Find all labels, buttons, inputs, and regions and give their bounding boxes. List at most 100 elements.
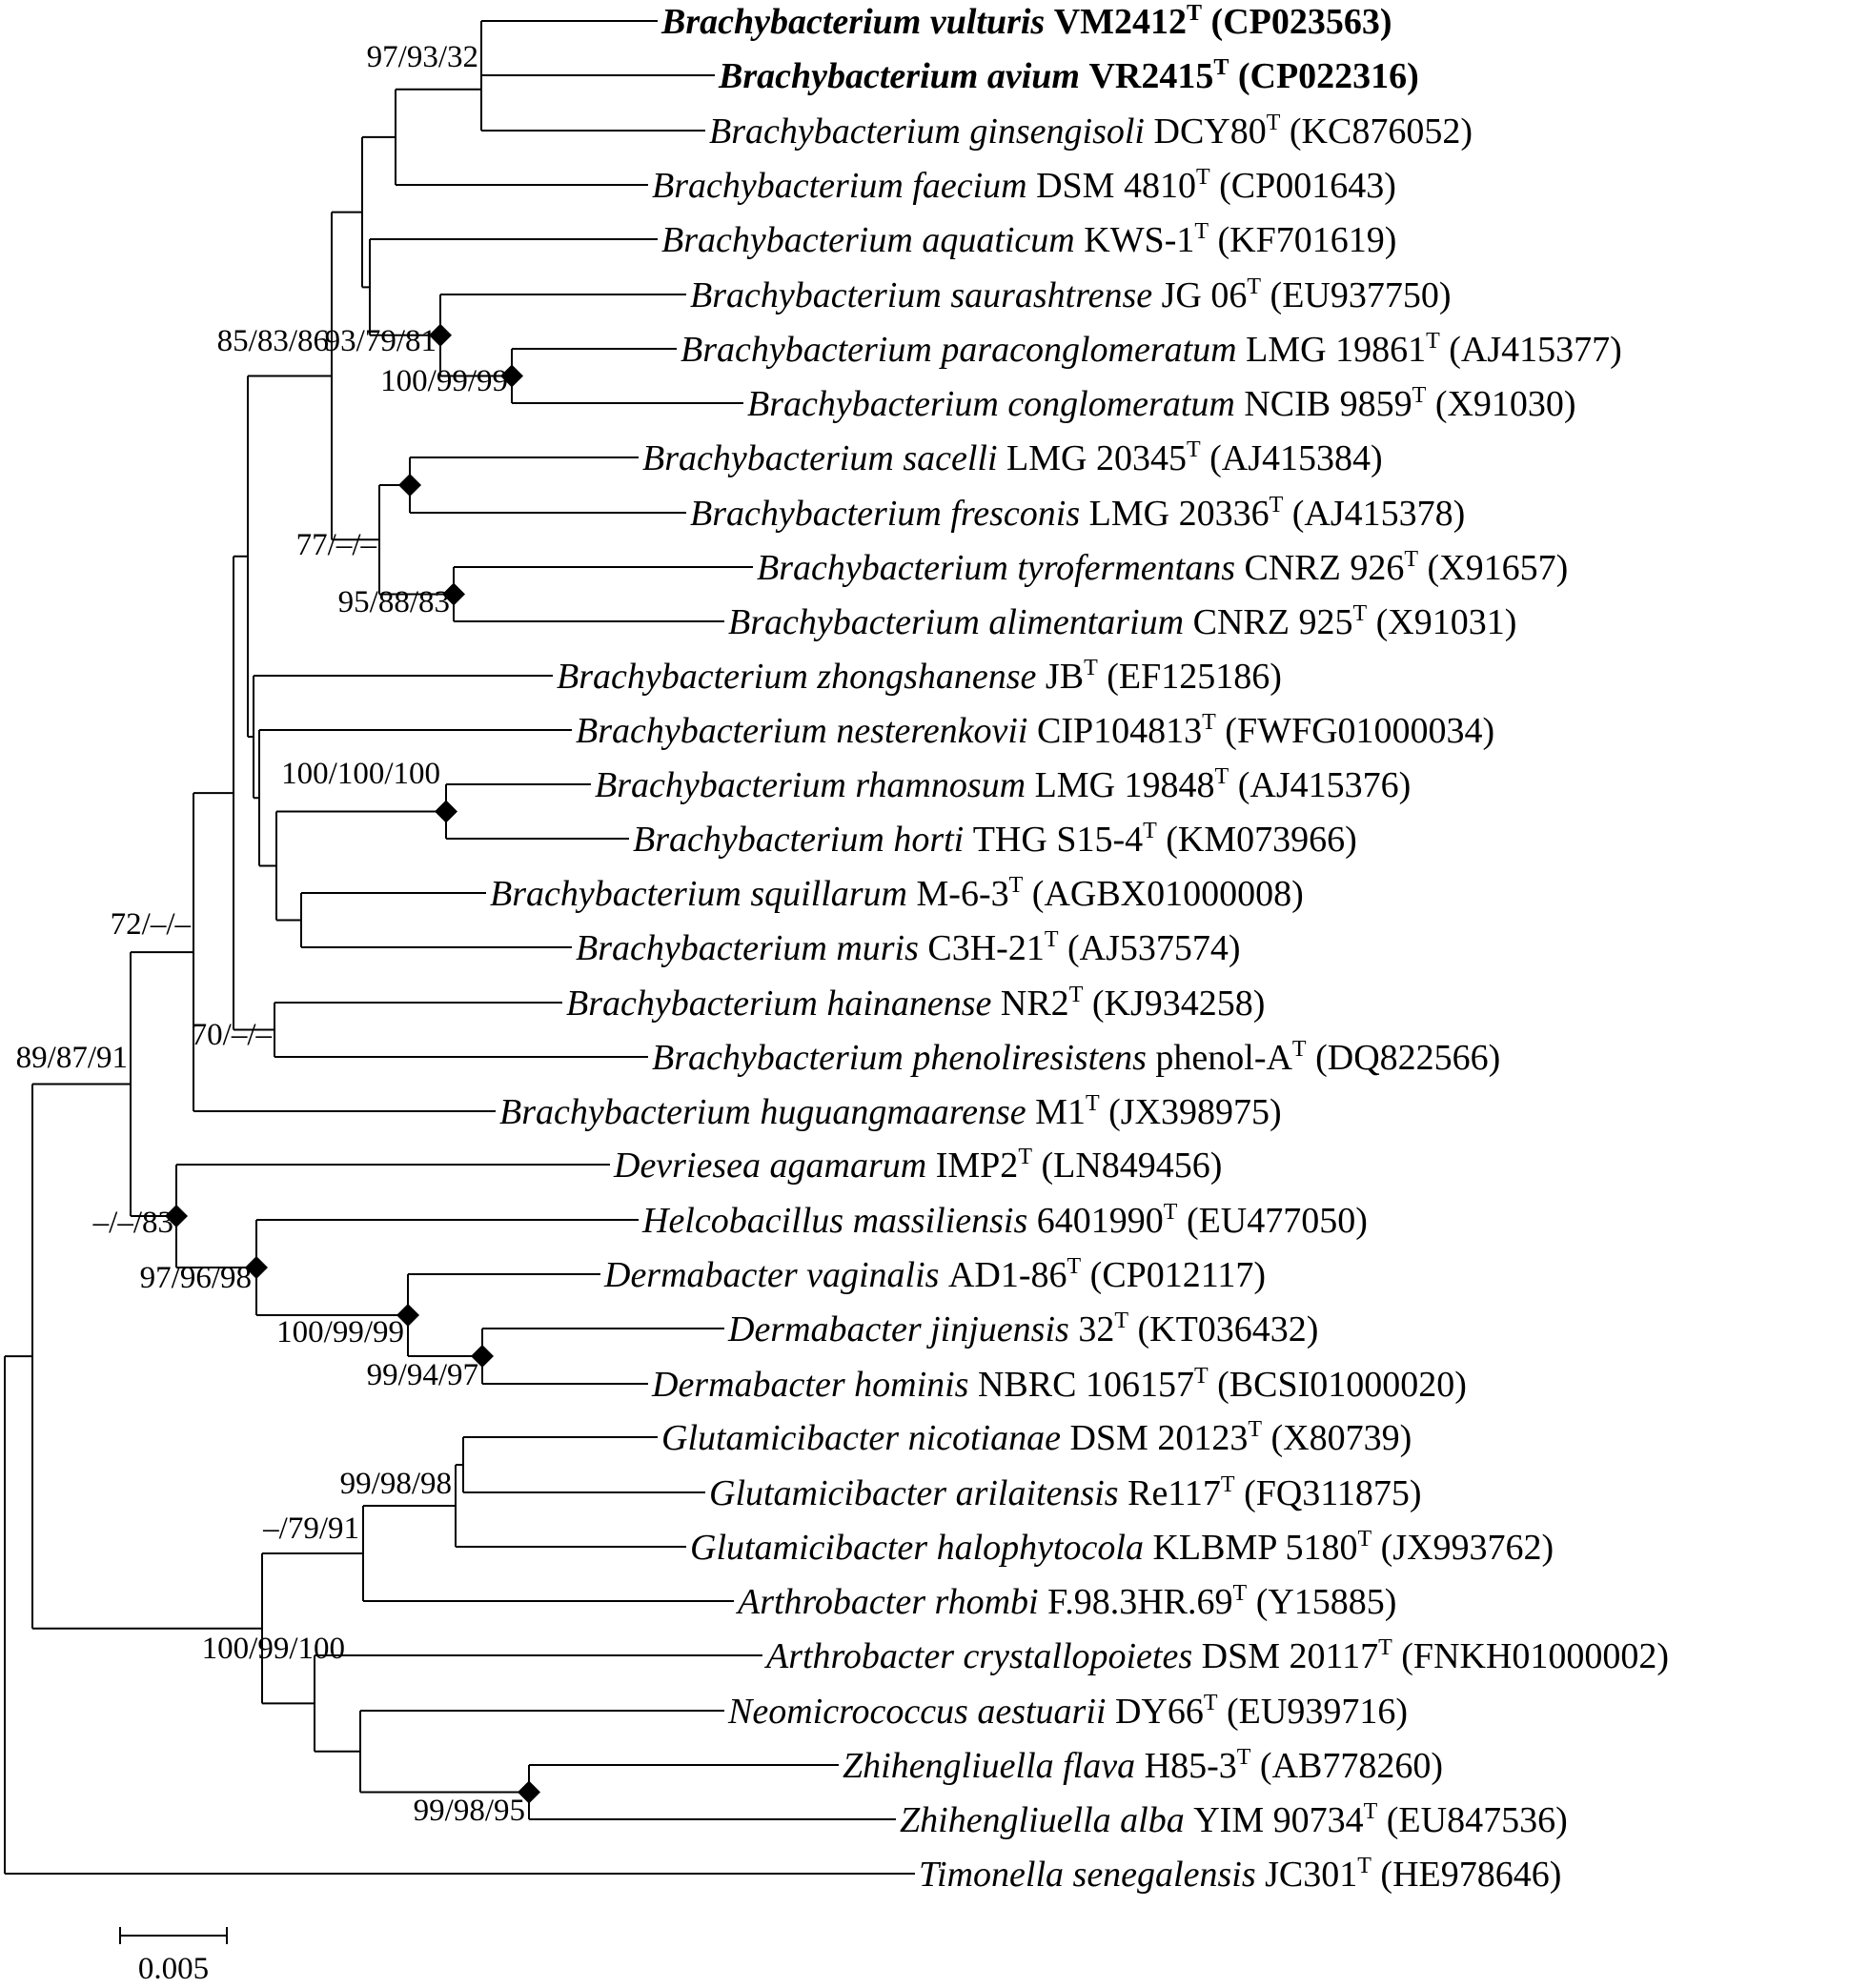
taxon-label: Arthrobacter rhombi F.98.3HR.69T (Y15885… <box>735 1581 1396 1622</box>
taxon-label: Dermabacter jinjuensis 32T (KT036432) <box>727 1308 1318 1349</box>
taxon-label: Brachybacterium saurashtrense JG 06T (EU… <box>690 274 1452 315</box>
taxon-species: horti <box>893 820 972 860</box>
taxon-species: crystallopoietes <box>964 1636 1202 1676</box>
bootstrap-support-label: 99/98/98 <box>340 1467 452 1501</box>
taxon-genus: Brachybacterium <box>718 56 987 96</box>
taxon-genus: Devriesea <box>613 1146 770 1186</box>
taxon-species: fresconis <box>950 494 1088 534</box>
taxon-strain: DY66 <box>1115 1692 1204 1732</box>
taxon-accession: (CP022316) <box>1229 56 1418 96</box>
taxon-species: vaginalis <box>806 1255 948 1295</box>
taxon-strain: IMP2 <box>936 1146 1019 1186</box>
taxon-strain: CNRZ 925 <box>1193 602 1353 642</box>
taxon-type-mark: T <box>1215 764 1229 789</box>
taxon-label: Brachybacterium aquaticum KWS-1T (KF7016… <box>661 219 1396 260</box>
taxon-species: avium <box>987 56 1089 96</box>
taxon-type-mark: T <box>1357 1527 1372 1552</box>
taxon-accession: (CP023563) <box>1202 2 1392 42</box>
taxon-label: Glutamicibacter arilaitensis Re117T (FQ3… <box>709 1472 1422 1513</box>
taxon-strain: LMG 19848 <box>1035 765 1215 805</box>
node-marker <box>442 582 465 606</box>
taxon-label: Brachybacterium fresconis LMG 20336T (AJ… <box>690 493 1465 534</box>
taxon-species: jinjuensis <box>925 1309 1078 1349</box>
node-markers <box>165 323 540 1804</box>
taxon-species: paraconglomeratum <box>938 330 1246 370</box>
taxon-accession: (AJ537574) <box>1059 928 1241 968</box>
taxon-accession: (LN849456) <box>1032 1146 1222 1186</box>
taxon-label: Brachybacterium rhamnosum LMG 19848T (AJ… <box>595 764 1411 805</box>
taxon-accession: (DQ822566) <box>1307 1038 1501 1078</box>
taxon-genus: Helcobacillus <box>641 1201 853 1241</box>
taxon-strain: JG 06 <box>1162 275 1248 315</box>
taxon-label: Brachybacterium sacelli LMG 20345T (AJ41… <box>642 437 1383 478</box>
bootstrap-support-label: 93/79/81 <box>325 324 437 358</box>
bootstrap-support-label: 95/88/83 <box>338 585 450 619</box>
taxon-species: vulturis <box>930 2 1054 42</box>
taxon-strain: NCIB 9859 <box>1244 384 1412 424</box>
taxon-strain: H85-3 <box>1145 1746 1237 1786</box>
taxon-strain: JB <box>1046 657 1084 697</box>
taxon-label: Brachybacterium zhongshanense JBT (EF125… <box>557 656 1282 697</box>
taxon-type-mark: T <box>1412 383 1427 408</box>
taxon-strain: JC301 <box>1265 1855 1357 1895</box>
taxon-accession: (AJ415377) <box>1440 330 1622 370</box>
taxon-strain: CNRZ 926 <box>1244 548 1404 588</box>
taxon-accession: (KT036432) <box>1128 1309 1318 1349</box>
taxon-type-mark: T <box>1378 1635 1392 1660</box>
taxon-genus: Timonella <box>919 1855 1073 1895</box>
bootstrap-support-label: 100/100/100 <box>281 757 440 791</box>
taxon-accession: (AB778260) <box>1250 1746 1443 1786</box>
taxon-accession: (FWFG01000034) <box>1216 711 1494 751</box>
taxon-species: senegalensis <box>1073 1855 1266 1895</box>
taxon-type-mark: T <box>1248 1417 1262 1442</box>
taxon-label: Timonella senegalensis JC301T (HE978646) <box>919 1854 1561 1895</box>
taxon-strain: LMG 20345 <box>1006 438 1187 478</box>
taxon-type-mark: T <box>1086 1091 1100 1116</box>
taxon-type-mark: T <box>1194 1364 1209 1389</box>
taxon-type-mark: T <box>1233 1581 1248 1606</box>
bootstrap-support-label: 100/99/100 <box>202 1632 345 1666</box>
taxon-strain: 32 <box>1078 1309 1114 1349</box>
taxon-type-mark: T <box>1426 329 1440 354</box>
taxon-strain: Re117 <box>1128 1473 1221 1513</box>
taxon-label: Brachybacterium horti THG S15-4T (KM0739… <box>633 819 1357 860</box>
taxon-type-mark: T <box>1114 1308 1128 1333</box>
scale-bar-label: 0.005 <box>138 1952 209 1986</box>
taxon-accession: (AJ415376) <box>1229 765 1411 805</box>
taxon-strain: C3H-21 <box>927 928 1044 968</box>
taxon-species: arilaitensis <box>956 1473 1128 1513</box>
taxon-type-mark: T <box>1069 983 1084 1007</box>
taxon-label: Brachybacterium nesterenkovii CIP104813T… <box>576 710 1494 751</box>
taxon-label: Brachybacterium conglomeratum NCIB 9859T… <box>747 383 1576 424</box>
taxon-label: Brachybacterium avium VR2415T (CP022316) <box>718 55 1419 96</box>
bootstrap-support-label: 85/83/86 <box>217 324 329 358</box>
taxon-genus: Brachybacterium <box>499 1092 760 1132</box>
taxon-type-mark: T <box>1364 1799 1378 1824</box>
taxon-species: alba <box>1120 1800 1193 1840</box>
taxon-genus: Brachybacterium <box>681 330 941 370</box>
taxon-genus: Brachybacterium <box>652 166 912 206</box>
taxon-strain: YIM 90734 <box>1193 1800 1363 1840</box>
bootstrap-support-label: 97/96/98 <box>140 1261 252 1295</box>
taxon-accession: (EU847536) <box>1377 1800 1567 1840</box>
node-marker <box>471 1345 494 1368</box>
taxon-accession: (X91031) <box>1367 602 1516 642</box>
taxon-type-mark: T <box>1404 547 1418 572</box>
taxon-accession: (KJ934258) <box>1083 984 1265 1024</box>
taxon-accession: (JX398975) <box>1100 1092 1282 1132</box>
taxon-species: nicotianae <box>908 1418 1070 1458</box>
taxon-label: Zhihengliuella alba YIM 90734T (EU847536… <box>900 1799 1568 1840</box>
bootstrap-support-label: 100/99/99 <box>276 1315 404 1349</box>
taxon-species: faecium <box>912 166 1036 206</box>
taxon-accession: (HE978646) <box>1372 1855 1561 1895</box>
taxon-type-mark: T <box>1018 1145 1032 1169</box>
taxon-type-mark: T <box>1187 437 1201 462</box>
taxon-species: saurashtrense <box>950 275 1161 315</box>
taxon-species: rhamnosum <box>855 765 1034 805</box>
taxon-accession: (X80739) <box>1262 1418 1412 1458</box>
taxon-strain: DSM 20117 <box>1202 1636 1378 1676</box>
bootstrap-support-label: 99/98/95 <box>414 1794 525 1828</box>
taxon-type-mark: T <box>1196 165 1210 190</box>
taxon-genus: Glutamicibacter <box>690 1528 937 1568</box>
